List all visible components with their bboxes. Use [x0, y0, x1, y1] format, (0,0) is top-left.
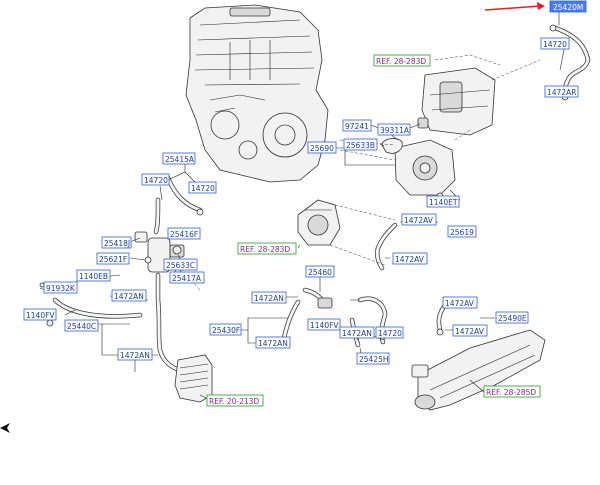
callout-1472AV-1[interactable]: 1472AV	[404, 216, 434, 225]
callout-14720-left[interactable]: 14720	[144, 176, 168, 185]
callout-91932K[interactable]: 91932K	[46, 284, 76, 293]
egr-valve-illustration	[297, 199, 341, 246]
direction-arrow-icon	[0, 423, 10, 433]
callout-25633C[interactable]: 25633C	[166, 261, 195, 270]
callout-97241[interactable]: 97241	[345, 122, 369, 131]
callout-25633B[interactable]: 25633B	[346, 141, 375, 150]
ref-28-285D[interactable]: REF. 28-285D	[486, 388, 536, 397]
callout-14720-right[interactable]: 14720	[191, 184, 215, 193]
callout-25416F[interactable]: 25416F	[170, 230, 198, 239]
callout-1472AN-5[interactable]: 1472AN	[120, 351, 150, 360]
highlight-arrow	[484, 2, 545, 11]
callout-1472AN-3[interactable]: 1472AN	[342, 329, 372, 338]
callout-25430F[interactable]: 25430F	[212, 326, 240, 335]
callout-1472AN-2[interactable]: 1472AN	[254, 294, 284, 303]
callout-25417A[interactable]: 25417A	[172, 274, 202, 283]
ref-28-283D-top[interactable]: REF. 28-283D	[376, 57, 426, 66]
callout-box-25420M[interactable]	[549, 0, 587, 13]
callout-25490E[interactable]: 25490E	[498, 314, 527, 323]
callout-1472AN-1[interactable]: 1472AN	[114, 292, 144, 301]
callout-14720-low[interactable]: 14720	[378, 329, 402, 338]
oil-cooler-illustration	[174, 354, 213, 403]
callout-39311A[interactable]: 39311A	[380, 126, 410, 135]
callout-1472AV-3[interactable]: 1472AV	[445, 299, 475, 308]
callout-25621F[interactable]: 25621F	[99, 255, 127, 264]
callout-25460[interactable]: 25460	[308, 268, 332, 277]
thermostat-housing-illustration	[421, 54, 501, 136]
callout-1140ET[interactable]: 1140ET	[429, 198, 458, 207]
callout-25418J[interactable]: 25418J	[104, 239, 130, 248]
ref-28-283D-mid[interactable]: REF. 28-283D	[240, 245, 290, 254]
callout-25425H[interactable]: 25425H	[359, 355, 389, 364]
callout-25440C[interactable]: 25440C	[67, 322, 96, 331]
ref-20-213D[interactable]: REF. 20-213D	[209, 397, 259, 406]
callout-1140FV-left[interactable]: 1140FV	[26, 311, 55, 320]
engine-block-illustration	[185, 4, 329, 183]
callouts: 25420M 14720 1472AR REF. 28-283D 97241 3…	[23, 0, 587, 407]
callout-25415A[interactable]: 25415A	[165, 155, 195, 164]
callout-1472AV-4[interactable]: 1472AV	[455, 327, 485, 336]
callout-25690[interactable]: 25690	[310, 144, 334, 153]
callout-1472AV-2[interactable]: 1472AV	[395, 255, 425, 264]
callout-1140FV-mid[interactable]: 1140FV	[310, 321, 339, 330]
callout-25619[interactable]: 25619	[450, 228, 474, 237]
callout-1140EB[interactable]: 1140EB	[79, 272, 108, 281]
callout-14720-top[interactable]: 14720	[543, 40, 567, 49]
water-pump-illustration	[394, 139, 456, 200]
callout-25420M[interactable]: 25420M	[553, 3, 583, 12]
egr-cooler-pipe-illustration	[411, 329, 546, 411]
callout-1472AN-4[interactable]: 1472AN	[258, 339, 288, 348]
callout-1472AR[interactable]: 1472AR	[547, 88, 576, 97]
